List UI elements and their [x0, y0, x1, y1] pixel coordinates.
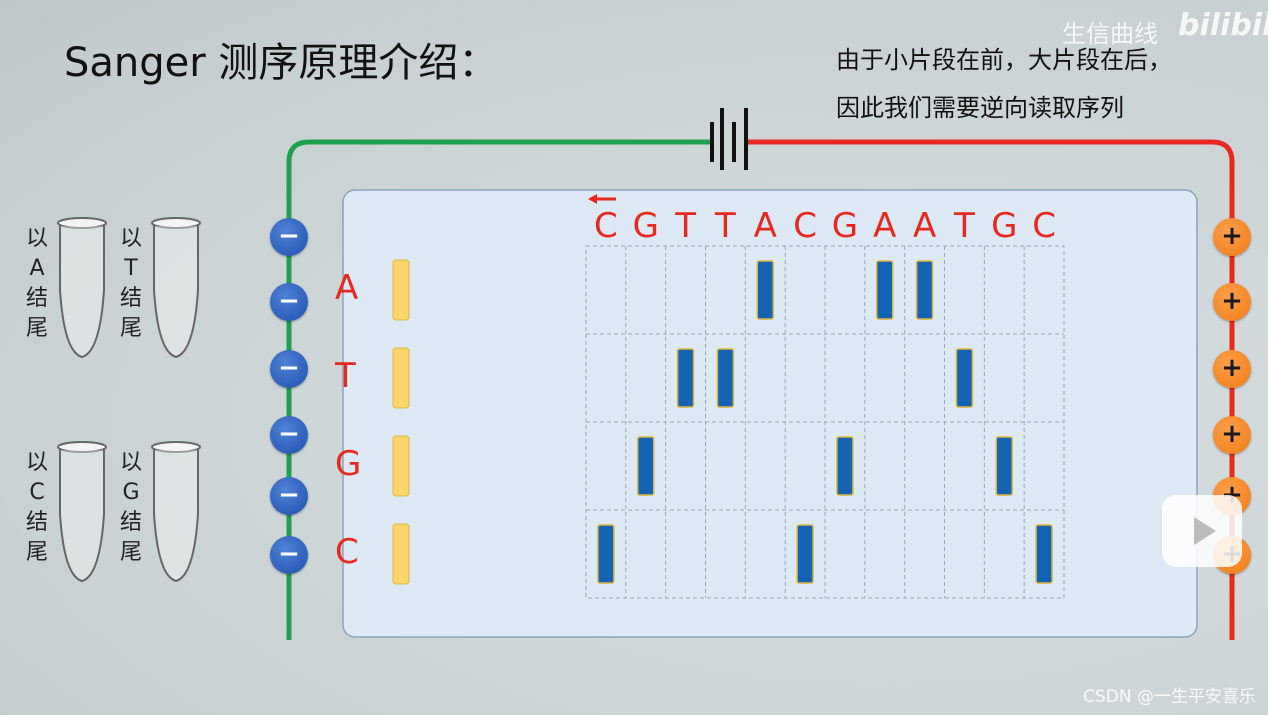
positive-wire — [748, 139, 1235, 640]
band-G-col7 — [836, 436, 854, 496]
lane-label-A: A — [335, 268, 359, 308]
gel-wells — [392, 259, 410, 585]
sequence-letter: A — [912, 206, 937, 246]
band-T-col10 — [955, 348, 974, 408]
well-C — [392, 523, 410, 585]
band-G-col2 — [637, 436, 655, 496]
tube-icon-3 — [57, 441, 107, 583]
play-button[interactable] — [1162, 495, 1242, 567]
bilibili-logo: bilibili — [1178, 8, 1268, 43]
band-C-col12 — [1035, 524, 1053, 584]
play-icon — [1194, 517, 1216, 545]
band-A-col5 — [756, 260, 774, 320]
sequence-letter: G — [831, 206, 859, 246]
battery-icon — [710, 108, 748, 170]
note-line-2: 因此我们需要逆向读取序列 — [836, 94, 1124, 122]
sequence-letter: T — [715, 206, 736, 246]
sequence-letter: T — [954, 206, 975, 246]
negative-wire — [286, 139, 712, 640]
sequence-letter: C — [793, 206, 817, 246]
gel-grid — [585, 245, 1065, 599]
tube-icon-2 — [151, 217, 201, 359]
band-C-col6 — [796, 524, 814, 584]
sequence-letter: A — [873, 206, 897, 246]
note-line-1: 由于小片段在前，大片段在后， — [836, 46, 1172, 74]
positive-electrode-icon: + — [1213, 283, 1251, 321]
lane-label-T: T — [335, 356, 356, 396]
well-G — [392, 435, 410, 497]
tube-icon-4 — [151, 441, 201, 583]
credit-watermark: CSDN @一生平安喜乐 — [1083, 687, 1256, 707]
lane-label-C: C — [335, 532, 359, 572]
band-T-col3 — [676, 348, 695, 408]
slide-title: Sanger 测序原理介绍： — [64, 40, 499, 86]
negative-electrode-icon: − — [270, 477, 308, 515]
negative-electrode-icon: − — [270, 283, 308, 321]
well-A — [392, 259, 410, 321]
band-T-col4 — [716, 348, 735, 408]
band-A-col9 — [915, 260, 934, 320]
sequence-letter: G — [991, 206, 1018, 246]
sequence-letter: T — [675, 206, 696, 246]
band-C-col1 — [597, 524, 615, 584]
negative-electrode-icon: − — [270, 350, 308, 388]
negative-electrode-icon: − — [270, 218, 308, 256]
negative-electrode-icon: − — [270, 416, 308, 454]
negative-electrode-icon: − — [270, 536, 308, 574]
sequence-letter: A — [753, 206, 777, 246]
positive-electrode-icon: + — [1213, 416, 1251, 454]
gel-bands — [597, 260, 1053, 584]
gel-box — [342, 189, 1198, 638]
tubes-group — [57, 217, 201, 583]
well-T — [392, 347, 410, 409]
lane-label-G: G — [335, 444, 362, 484]
sequence-letter: C — [1032, 206, 1056, 246]
positive-electrode-icon: + — [1213, 218, 1251, 256]
read-direction-arrow-icon — [588, 194, 616, 204]
positive-electrode-icon: + — [1213, 350, 1251, 388]
tube-icon-1 — [57, 217, 107, 359]
band-G-col11 — [995, 436, 1013, 496]
channel-watermark: 生信曲线 — [1062, 20, 1158, 48]
sequence-letter: G — [632, 206, 659, 246]
sequence-letter: C — [594, 206, 618, 246]
band-A-col8 — [876, 260, 894, 320]
